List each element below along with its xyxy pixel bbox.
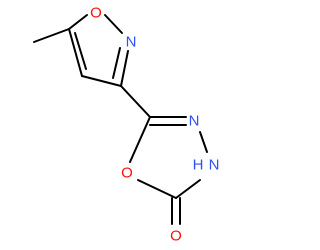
atom-n-isoxazole: N — [126, 34, 137, 51]
molecule-structure: O N N N H O O — [33, 5, 220, 245]
bond-c4-c5-b — [74, 32, 87, 70]
bond-n2-c3-a — [120, 50, 129, 87]
bond-c3-c4 — [81, 75, 122, 87]
bond-n2-c3-b — [112, 47, 121, 79]
atom-nh-h: H — [193, 157, 204, 174]
bond-link — [120, 85, 151, 118]
bond-o-c — [129, 116, 151, 163]
bond-n-nh — [199, 131, 208, 153]
atom-o-isoxazole: O — [90, 5, 102, 22]
bond-c4-c5-a — [68, 28, 83, 77]
bond-cco-o — [137, 179, 177, 199]
atom-o-carbonyl: O — [170, 228, 182, 245]
atom-n-oxadiazole: N — [189, 113, 200, 130]
atom-nh-n: N — [209, 157, 220, 174]
bond-nh-cco — [175, 179, 201, 199]
atom-o-oxadiazole-ring: O — [121, 165, 133, 182]
bond-o1-n2 — [104, 14, 123, 34]
bond-c5-o1 — [68, 14, 88, 30]
bond-methyl — [33, 28, 70, 43]
